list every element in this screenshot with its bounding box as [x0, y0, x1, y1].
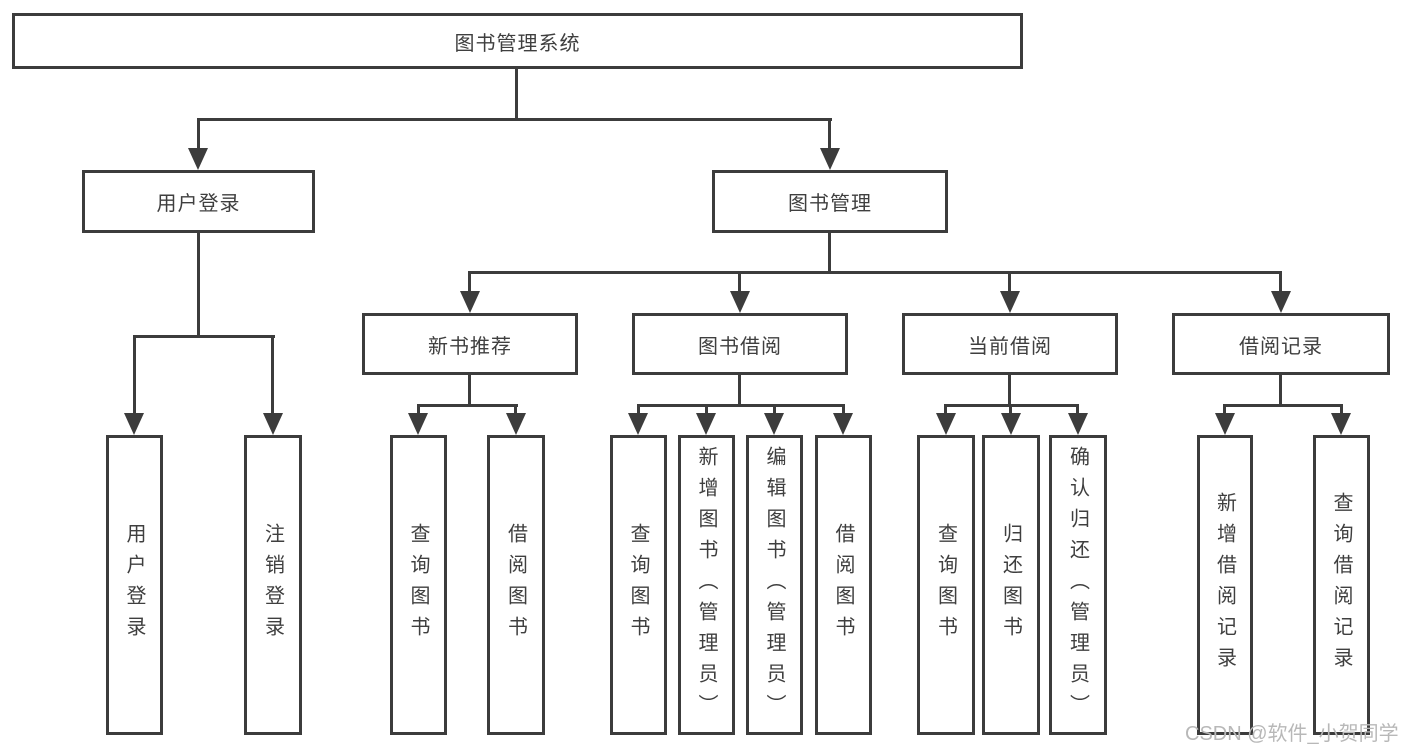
- arrow-down-icon: [820, 148, 840, 170]
- leaf-query-book-current-label: 查询图书: [934, 523, 957, 647]
- arrow-down-icon: [730, 291, 750, 313]
- node-current-borrowing-label: 当前借阅: [968, 335, 1052, 358]
- arrow-down-icon: [124, 413, 144, 435]
- leaf-user-login: 用户登录: [106, 435, 163, 735]
- connector-borrowing-drop-3: [773, 404, 776, 415]
- node-root: 图书管理系统: [12, 13, 1023, 69]
- connector-borrowing-drop-1: [637, 404, 640, 415]
- connector-root-vline: [515, 69, 518, 121]
- leaf-edit-book-admin: 编辑图书（管理员）: [746, 435, 803, 735]
- node-root-label: 图书管理系统: [454, 32, 581, 55]
- arrow-down-icon: [1271, 291, 1291, 313]
- leaf-borrow-book-newbook-label: 借阅图书: [504, 523, 527, 647]
- node-book-borrowing-label: 图书借阅: [698, 335, 782, 358]
- leaf-query-book-borrowing-label: 查询图书: [627, 523, 649, 647]
- connector-root-drop-left: [197, 118, 200, 150]
- node-user-login-label: 用户登录: [156, 193, 241, 215]
- leaf-add-book-admin: 新增图书（管理员）: [678, 435, 735, 735]
- connector-borrowing-vline: [738, 375, 741, 407]
- connector-records-drop-1: [1223, 404, 1226, 415]
- leaf-query-book-current: 查询图书: [917, 435, 975, 735]
- leaf-borrow-book-newbook: 借阅图书: [487, 435, 545, 735]
- leaf-add-borrow-record-label: 新增借阅记录: [1213, 492, 1236, 678]
- connector-current-drop-1: [944, 404, 947, 415]
- connector-current-drop-2: [1009, 404, 1012, 415]
- leaf-borrow-book-label: 借阅图书: [832, 523, 854, 647]
- leaf-logout: 注销登录: [244, 435, 302, 735]
- node-book-borrowing: 图书借阅: [632, 313, 848, 375]
- connector-userlogin-vline: [197, 233, 200, 338]
- node-new-book-recommend-label: 新书推荐: [428, 335, 512, 358]
- leaf-confirm-return-admin-label: 确认归还（管理员）: [1066, 445, 1089, 725]
- arrow-down-icon: [1068, 413, 1088, 435]
- connector-current-vline: [1008, 375, 1011, 407]
- connector-newbook-hline: [417, 404, 518, 407]
- connector-newbook-drop-2: [514, 404, 517, 415]
- connector-userlogin-drop-2: [271, 335, 274, 415]
- connector-root-drop-right: [828, 118, 831, 150]
- leaf-query-borrow-record-label: 查询借阅记录: [1330, 492, 1352, 678]
- leaf-user-login-label: 用户登录: [123, 523, 145, 647]
- connector-userlogin-drop-1: [133, 335, 136, 415]
- node-user-login: 用户登录: [82, 170, 315, 233]
- leaf-query-borrow-record: 查询借阅记录: [1313, 435, 1370, 735]
- connector-newbook-vline: [468, 375, 471, 407]
- node-borrowing-records: 借阅记录: [1172, 313, 1390, 375]
- connector-root-hline: [197, 118, 832, 121]
- connector-borrowing-drop-4: [842, 404, 845, 415]
- arrow-down-icon: [833, 413, 853, 435]
- connector-bookmgmt-drop-3: [1008, 271, 1011, 293]
- leaf-query-book-newbook: 查询图书: [390, 435, 447, 735]
- node-borrowing-records-label: 借阅记录: [1239, 335, 1323, 358]
- arrow-down-icon: [408, 413, 428, 435]
- arrow-down-icon: [1331, 413, 1351, 435]
- arrow-down-icon: [1215, 413, 1235, 435]
- arrow-down-icon: [936, 413, 956, 435]
- arrow-down-icon: [696, 413, 716, 435]
- leaf-confirm-return-admin: 确认归还（管理员）: [1049, 435, 1107, 735]
- node-current-borrowing: 当前借阅: [902, 313, 1118, 375]
- connector-bookmgmt-drop-2: [738, 271, 741, 293]
- connector-borrowing-hline: [637, 404, 845, 407]
- connector-records-vline: [1279, 375, 1282, 407]
- csdn-watermark: CSDN @软件_小贺同学: [1185, 723, 1399, 745]
- arrow-down-icon: [1001, 413, 1021, 435]
- connector-borrowing-drop-2: [705, 404, 708, 415]
- connector-records-drop-2: [1340, 404, 1343, 415]
- connector-bookmgmt-hline: [468, 271, 1282, 274]
- leaf-borrow-book: 借阅图书: [815, 435, 872, 735]
- connector-bookmgmt-drop-4: [1279, 271, 1282, 293]
- connector-bookmgmt-drop-1: [468, 271, 471, 293]
- arrow-down-icon: [263, 413, 283, 435]
- connector-records-hline: [1223, 404, 1343, 407]
- connector-userlogin-hline: [133, 335, 275, 338]
- arrow-down-icon: [188, 148, 208, 170]
- leaf-query-book-newbook-label: 查询图书: [407, 523, 429, 647]
- arrow-down-icon: [628, 413, 648, 435]
- leaf-edit-book-admin-label: 编辑图书（管理员）: [763, 445, 785, 725]
- connector-bookmgmt-vline: [828, 233, 831, 274]
- connector-current-drop-3: [1076, 404, 1079, 415]
- leaf-add-borrow-record: 新增借阅记录: [1197, 435, 1253, 735]
- leaf-return-book-label: 归还图书: [999, 523, 1022, 647]
- node-book-management-label: 图书管理: [788, 193, 872, 215]
- leaf-add-book-admin-label: 新增图书（管理员）: [695, 445, 717, 725]
- node-new-book-recommend: 新书推荐: [362, 313, 578, 375]
- leaf-query-book-borrowing: 查询图书: [610, 435, 667, 735]
- node-book-management: 图书管理: [712, 170, 948, 233]
- arrow-down-icon: [460, 291, 480, 313]
- arrow-down-icon: [506, 413, 526, 435]
- connector-newbook-drop-1: [417, 404, 420, 415]
- arrow-down-icon: [764, 413, 784, 435]
- leaf-return-book: 归还图书: [982, 435, 1040, 735]
- leaf-logout-label: 注销登录: [261, 523, 284, 647]
- arrow-down-icon: [1000, 291, 1020, 313]
